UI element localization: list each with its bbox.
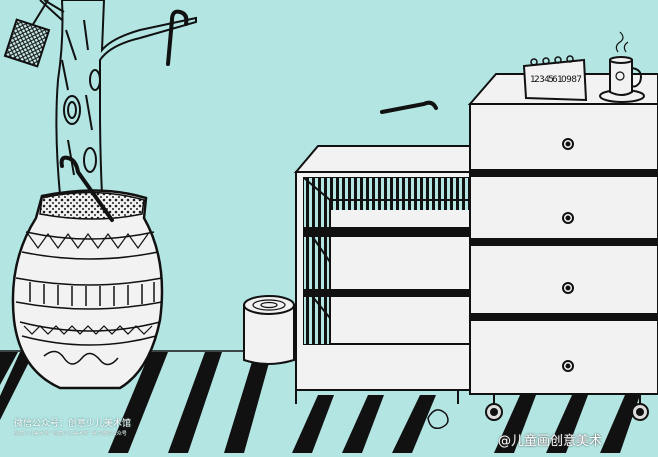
floor-doodle xyxy=(427,409,449,430)
watermark-left-line2: 创意少儿美术馆 "创意少儿美术馆" 官方微信公众号 xyxy=(14,431,127,437)
floor-stripes xyxy=(0,352,640,453)
calendar: 12 3 456 10 9 8 7 xyxy=(522,55,588,102)
tin-can xyxy=(243,295,295,365)
watermark-left: 微信公众号：创意少儿美术馆 创意少儿美术馆 "创意少儿美术馆" 官方微信公众号 xyxy=(14,418,164,438)
watermark-right: @儿童画创意美术 xyxy=(498,434,603,449)
vase xyxy=(11,189,164,390)
mug xyxy=(599,31,645,103)
fly-swatter xyxy=(3,0,51,68)
cabinet xyxy=(293,145,471,404)
dresser xyxy=(467,73,658,421)
watermark-left-line1: 微信公众号：创意少儿美术馆 xyxy=(14,419,132,429)
calendar-numbers: 12 3 456 10 9 8 7 xyxy=(530,75,582,85)
